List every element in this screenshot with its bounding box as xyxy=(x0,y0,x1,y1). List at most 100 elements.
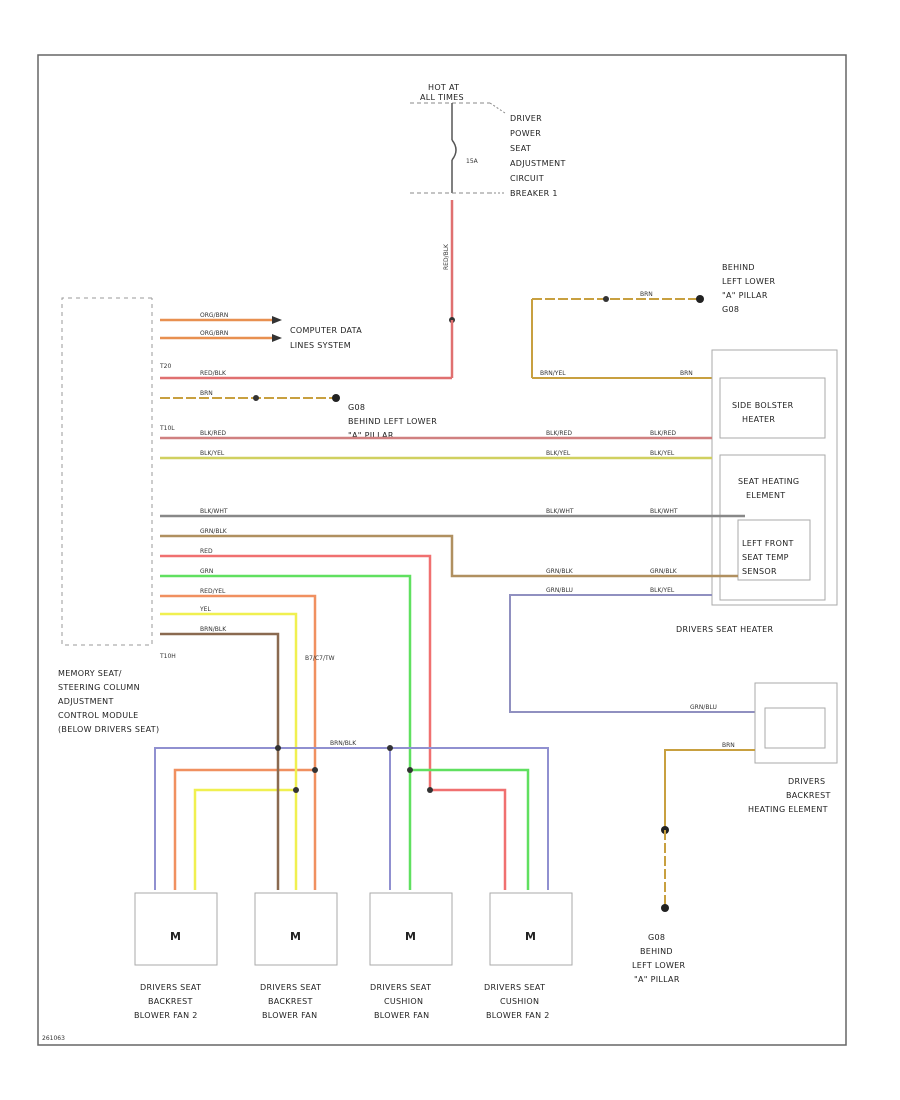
wl-breaker-red: RED/BLK xyxy=(443,243,450,270)
diagram-id: 261063 xyxy=(42,1035,65,1042)
wl-blk-wht-3: BLK/WHT xyxy=(650,508,678,515)
ground-mid-label-3: "A" PILLAR xyxy=(348,431,394,440)
ground-bottom-label-1: G08 xyxy=(648,933,665,942)
breaker-label-4: ADJUSTMENT xyxy=(510,159,566,168)
fan2-label-3: BLOWER FAN xyxy=(262,1011,317,1020)
power-source: HOT AT ALL TIMES 15A xyxy=(410,83,506,194)
blower-fan-2: M DRIVERS SEAT BACKREST BLOWER FAN xyxy=(254,892,338,1020)
connector-t10h: T10H xyxy=(159,653,176,660)
fan2-label-1: DRIVERS SEAT xyxy=(260,983,321,992)
ground-top-label-1: BEHIND xyxy=(722,263,755,272)
wl-blk-yel-2: BLK/YEL xyxy=(546,450,571,457)
wl-blk-red-1: BLK/RED xyxy=(200,430,226,437)
wl-red-yel: RED/YEL xyxy=(200,588,226,595)
blower-wires: RED GRN RED/YEL YEL BRN/BLK BRN/BLK B7/C… xyxy=(154,548,549,890)
control-module-box xyxy=(61,297,153,646)
ground-bottom-label-2: BEHIND xyxy=(640,947,673,956)
computer-data-label-1: COMPUTER DATA xyxy=(290,326,362,335)
backrest-label-2: BACKREST xyxy=(786,791,831,800)
breaker-label-3: SEAT xyxy=(510,144,531,153)
temp-sensor-label-1: LEFT FRONT xyxy=(742,539,794,548)
motor-m-1: M xyxy=(170,930,181,943)
wl-grn-blk-1: GRN/BLK xyxy=(200,528,228,535)
module-label-4: CONTROL MODULE xyxy=(58,711,139,720)
computer-data-wires: ORG/BRN ORG/BRN COMPUTER DATA LINES SYST… xyxy=(160,312,362,350)
ground-top-label-3: "A" PILLAR xyxy=(722,291,768,300)
diagram-frame xyxy=(37,54,847,1046)
wl-grn: GRN xyxy=(200,568,213,575)
fan3-label-2: CUSHION xyxy=(384,997,423,1006)
wl-blk-red-3: BLK/RED xyxy=(650,430,676,437)
blower-fan-4: M DRIVERS SEAT CUSHION BLOWER FAN 2 xyxy=(484,892,573,1020)
computer-data-label-2: LINES SYSTEM xyxy=(290,341,351,350)
fan1-label-3: BLOWER FAN 2 xyxy=(134,1011,198,1020)
wl-brn-blk-2: BRN/BLK xyxy=(330,740,357,747)
hot-at-label-1: HOT AT xyxy=(428,83,459,92)
breaker-label-6: BREAKER 1 xyxy=(510,189,558,198)
fan1-label-1: DRIVERS SEAT xyxy=(140,983,201,992)
ground-bottom-label-3: LEFT LOWER xyxy=(632,961,686,970)
wl-brn-mid: BRN xyxy=(200,390,213,397)
module-label-1: MEMORY SEAT/ xyxy=(58,669,122,678)
blower-fan-3: M DRIVERS SEAT CUSHION BLOWER FAN xyxy=(369,892,453,1020)
splice-label: B7/C7/TW xyxy=(305,655,335,662)
module-label-2: STEERING COLUMN xyxy=(58,683,140,692)
module-label-5: (BELOW DRIVERS SEAT) xyxy=(58,725,159,734)
wl-blk-wht-2: BLK/WHT xyxy=(546,508,574,515)
drivers-seat-heater-label: DRIVERS SEAT HEATER xyxy=(676,625,773,634)
heater-wires: BLK/RED BLK/RED BLK/RED BLK/YEL BLK/YEL … xyxy=(160,430,755,713)
fan3-label-1: DRIVERS SEAT xyxy=(370,983,431,992)
fan4-label-2: CUSHION xyxy=(500,997,539,1006)
wl-grn-blk-3: GRN/BLK xyxy=(650,568,678,575)
wl-blk-wht-1: BLK/WHT xyxy=(200,508,228,515)
fan1-label-2: BACKREST xyxy=(148,997,193,1006)
wl-data-1: ORG/BRN xyxy=(200,312,228,319)
wl-grn-blu-2: GRN/BLU xyxy=(690,704,717,711)
wl-brn-blk: BRN/BLK xyxy=(200,626,227,633)
wl-yel: YEL xyxy=(199,606,211,613)
ground-mid-wire: BRN G08 BEHIND LEFT LOWER "A" PILLAR xyxy=(160,390,437,440)
wl-blk-yel-4: BLK/YEL xyxy=(650,587,675,594)
wl-red: RED xyxy=(200,548,213,555)
backrest-label-1: DRIVERS xyxy=(788,777,825,786)
ground-top: BRN BRN/YEL BRN BEHIND LEFT LOWER "A" PI… xyxy=(531,263,776,379)
side-bolster-label-1: SIDE BOLSTER xyxy=(732,401,794,410)
fan3-label-3: BLOWER FAN xyxy=(374,1011,429,1020)
ground-bottom-label-4: "A" PILLAR xyxy=(634,975,680,984)
ground-top-label-2: LEFT LOWER xyxy=(722,277,776,286)
ground-top-label-4: G08 xyxy=(722,305,739,314)
breaker-label: DRIVER POWER SEAT ADJUSTMENT CIRCUIT BRE… xyxy=(510,114,566,198)
fan4-label-3: BLOWER FAN 2 xyxy=(486,1011,550,1020)
temp-sensor-label-2: SEAT TEMP xyxy=(742,553,789,562)
drivers-seat-heater: SIDE BOLSTER HEATER SEAT HEATING ELEMENT… xyxy=(676,349,838,634)
wl-grn-blk-2: GRN/BLK xyxy=(546,568,574,575)
connector-t10l: T10L xyxy=(159,425,175,432)
temp-sensor-label-3: SENSOR xyxy=(742,567,777,576)
wl-brn-sb: BRN xyxy=(680,370,693,377)
backrest-heating-element: BRN DRIVERS BACKREST HEATING ELEMENT G08… xyxy=(632,682,838,984)
wl-grn-blu: GRN/BLU xyxy=(546,587,573,594)
module-label-3: ADJUSTMENT xyxy=(58,697,114,706)
wl-brn-yel: BRN/YEL xyxy=(540,370,566,377)
connector-t20: T20 xyxy=(159,363,171,370)
fan4-label-1: DRIVERS SEAT xyxy=(484,983,545,992)
wl-data-2: ORG/BRN xyxy=(200,330,228,337)
motor-m-2: M xyxy=(290,930,301,943)
seat-heating-label-1: SEAT HEATING xyxy=(738,477,799,486)
ground-mid-label-2: BEHIND LEFT LOWER xyxy=(348,417,437,426)
breaker-label-1: DRIVER xyxy=(510,114,542,123)
hot-at-label-2: ALL TIMES xyxy=(420,93,464,102)
wl-blk-yel-1: BLK/YEL xyxy=(200,450,225,457)
motor-m-3: M xyxy=(405,930,416,943)
motor-m-4: M xyxy=(525,930,536,943)
wl-brn-top: BRN xyxy=(640,291,653,298)
breaker-amps: 15A xyxy=(466,158,479,165)
side-bolster-label-2: HEATER xyxy=(742,415,775,424)
wl-blk-red-2: BLK/RED xyxy=(546,430,572,437)
breaker-label-2: POWER xyxy=(510,129,541,138)
seat-heating-label-2: ELEMENT xyxy=(746,491,786,500)
module-label: MEMORY SEAT/ STEERING COLUMN ADJUSTMENT … xyxy=(58,669,159,734)
ground-mid-label-1: G08 xyxy=(348,403,365,412)
wl-red-blk: RED/BLK xyxy=(200,370,227,377)
